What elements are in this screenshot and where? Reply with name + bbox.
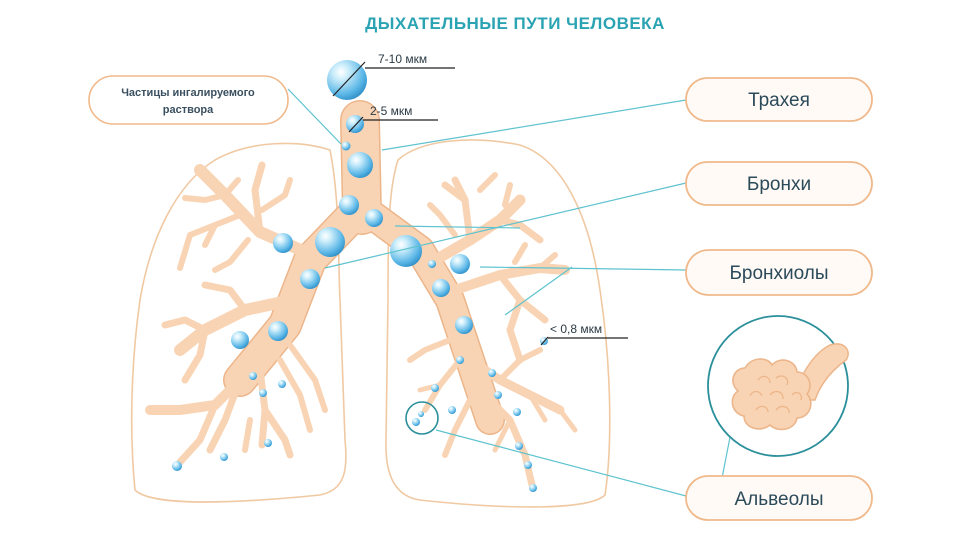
label-alveoli-frame <box>685 475 873 521</box>
particle <box>365 209 383 227</box>
particles-note-line1: Частицы ингалируемого <box>121 87 255 99</box>
particles-note: Частицы ингалируемого раствора <box>88 75 289 125</box>
particle <box>278 380 286 388</box>
particle <box>448 406 456 414</box>
particle <box>249 372 257 380</box>
size-label-medium: 2-5 мкм <box>370 104 412 118</box>
label-alveoli: Альвеолы <box>685 475 873 521</box>
particle <box>455 316 473 334</box>
particles-note-line2: раствора <box>163 104 214 116</box>
label-bronchi-text: Бронхи <box>747 174 811 195</box>
particles-note-frame <box>88 75 289 125</box>
particle <box>529 484 537 492</box>
label-trachea: Трахея <box>685 77 873 122</box>
particle <box>431 384 439 392</box>
size-indicators <box>332 61 628 346</box>
particle-medium <box>346 115 364 133</box>
particle <box>220 453 228 461</box>
alveolus-magnified <box>707 315 849 457</box>
particle <box>432 279 450 297</box>
particle <box>231 331 249 349</box>
particle-small <box>341 141 351 151</box>
particle <box>515 442 523 450</box>
particle <box>172 461 182 471</box>
particle <box>412 418 420 426</box>
size-label-large: 7-10 мкм <box>378 52 427 66</box>
label-bronchi: Бронхи <box>685 161 873 206</box>
particle <box>494 391 502 399</box>
label-bronchi-frame <box>685 161 873 206</box>
particle <box>390 235 422 267</box>
size-label-small: < 0,8 мкм <box>550 322 602 336</box>
right-lung-outline <box>385 139 611 508</box>
particle <box>488 369 496 377</box>
alveolus-zoom-marker <box>405 401 439 435</box>
label-alveoli-text: Альвеолы <box>735 489 824 510</box>
label-trachea-frame <box>685 77 873 122</box>
label-bronchioles: Бронхиолы <box>685 249 873 296</box>
particle <box>264 439 272 447</box>
label-bronchioles-frame <box>685 249 873 296</box>
inhaled-particles <box>172 60 548 492</box>
particle <box>524 461 532 469</box>
particle <box>259 389 267 397</box>
particle <box>428 260 436 268</box>
particle <box>339 195 359 215</box>
label-bronchioles-text: Бронхиолы <box>729 263 828 284</box>
alveolus-cells <box>749 375 802 414</box>
particle <box>300 269 320 289</box>
particle <box>268 321 288 341</box>
lungs <box>130 139 611 508</box>
label-trachea-text: Трахея <box>748 90 810 111</box>
particle <box>347 152 373 178</box>
diagram-title: ДЫХАТЕЛЬНЫЕ ПУТИ ЧЕЛОВЕКА <box>365 14 665 33</box>
particle <box>456 356 464 364</box>
particle <box>450 254 470 274</box>
particle <box>418 411 424 417</box>
left-lung-outline <box>130 142 347 503</box>
particle <box>315 227 345 257</box>
particle <box>513 408 521 416</box>
particle <box>273 233 293 253</box>
alveolus-sac <box>731 358 812 431</box>
